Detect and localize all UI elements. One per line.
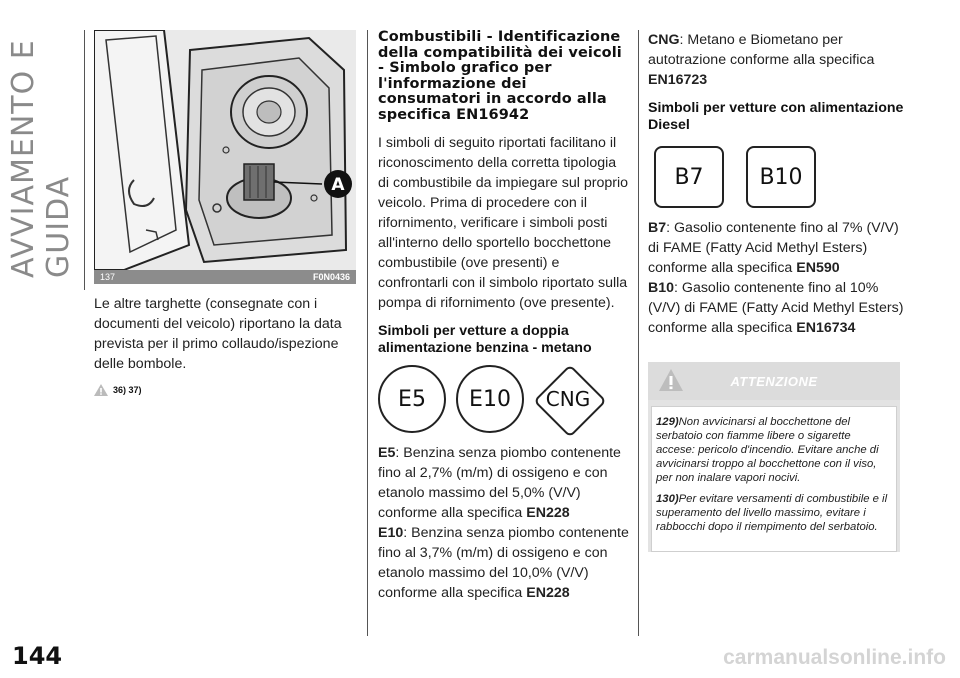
b7-spec: EN590 bbox=[796, 260, 840, 276]
petrol-cng-symbols: E5 E10 CNG bbox=[378, 364, 630, 438]
attention-item-text: Non avvicinarsi al bocchettone del serba… bbox=[656, 416, 879, 484]
diesel-subheading: Simboli per vetture con alimentazione Di… bbox=[648, 100, 904, 133]
fuel-door-illustration: A bbox=[94, 30, 356, 270]
b10-code: B10 bbox=[648, 280, 675, 296]
page-number: 144 bbox=[12, 642, 63, 670]
e10-description: E10: Benzina senza piombo contenente fin… bbox=[378, 523, 630, 603]
attention-item-text: Per evitare versamenti di combustibile e… bbox=[656, 493, 888, 533]
figure-callout-label: A bbox=[331, 175, 345, 195]
col1-paragraph: Le altre targhette (consegnate con i doc… bbox=[94, 296, 342, 372]
column-3: CNG: Metano e Biometano per autotrazione… bbox=[648, 30, 908, 555]
e10-code: E10 bbox=[378, 525, 404, 541]
b10-description: B10: Gasolio contenente fino al 10% (V/V… bbox=[648, 278, 908, 338]
column-2: Combustibili - Identificazione della com… bbox=[378, 29, 630, 603]
section-heading: Combustibili - Identificazione della com… bbox=[378, 29, 622, 123]
figure-caption-bar: 137 F0N0436 bbox=[94, 270, 356, 284]
symbol-b10: B10 bbox=[746, 146, 816, 208]
cng-spec: EN16723 bbox=[648, 72, 708, 88]
symbol-e10: E10 bbox=[456, 365, 524, 433]
b7-description: B7: Gasolio contenente fino al 7% (V/V) … bbox=[648, 218, 908, 278]
petrol-cng-subheading: Simboli per vetture a doppia alimentazio… bbox=[378, 323, 592, 356]
figure-number: 137 bbox=[100, 272, 116, 282]
attention-item: 129)Non avvicinarsi al bocchettone del s… bbox=[656, 415, 890, 485]
reference-numbers: 36) 37) bbox=[113, 385, 142, 395]
b7-text: : Gasolio contenente fino al 7% (V/V) di… bbox=[648, 220, 899, 276]
figure-code: F0N0436 bbox=[312, 272, 350, 282]
warning-triangle-icon bbox=[94, 384, 108, 396]
b10-spec: EN16734 bbox=[796, 320, 856, 336]
side-divider bbox=[84, 30, 85, 290]
symbol-cng: CNG bbox=[533, 364, 607, 438]
warning-triangle-icon bbox=[659, 369, 683, 391]
attention-body: 129)Non avvicinarsi al bocchettone del s… bbox=[651, 406, 897, 552]
intro-paragraph: I simboli di seguito riportati facilitan… bbox=[378, 135, 628, 311]
section-side-title: AVVIAMENTO E GUIDA bbox=[6, 39, 76, 278]
attention-item-number: 130) bbox=[656, 493, 679, 505]
symbol-b7: B7 bbox=[654, 146, 724, 208]
attention-item-number: 129) bbox=[656, 416, 679, 428]
symbol-cng-label: CNG bbox=[545, 387, 591, 411]
attention-title: ATTENZIONE bbox=[730, 373, 818, 389]
e5-description: E5: Benzina senza piombo contenente fino… bbox=[378, 443, 630, 523]
b10-text: : Gasolio contenente fino al 10% (V/V) d… bbox=[648, 280, 904, 336]
warning-references: 36) 37) bbox=[94, 384, 356, 396]
fuel-door-photo: A bbox=[94, 30, 356, 270]
attention-item: 130)Per evitare versamenti di combustibi… bbox=[656, 492, 890, 534]
cng-description: CNG: Metano e Biometano per autotrazione… bbox=[648, 30, 908, 90]
diesel-symbols: B7 B10 bbox=[654, 146, 908, 208]
e5-code: E5 bbox=[378, 445, 396, 461]
attention-header: ATTENZIONE bbox=[648, 362, 900, 400]
b7-code: B7 bbox=[648, 220, 667, 236]
e5-spec: EN228 bbox=[526, 505, 570, 521]
e10-spec: EN228 bbox=[526, 585, 570, 601]
column-divider-2 bbox=[638, 30, 639, 636]
column-1: A 137 F0N0436 Le altre targhette (conseg… bbox=[94, 30, 356, 396]
e5-text: : Benzina senza piombo contenente fino a… bbox=[378, 445, 621, 521]
e10-text: : Benzina senza piombo contenente fino a… bbox=[378, 525, 629, 601]
watermark: carmanualsonline.info bbox=[723, 646, 946, 669]
cng-code: CNG bbox=[648, 32, 680, 48]
cng-text: : Metano e Biometano per autotrazione co… bbox=[648, 32, 875, 68]
column-divider-1 bbox=[367, 30, 368, 636]
attention-box: ATTENZIONE 129)Non avvicinarsi al bocche… bbox=[648, 362, 900, 552]
symbol-e5: E5 bbox=[378, 365, 446, 433]
